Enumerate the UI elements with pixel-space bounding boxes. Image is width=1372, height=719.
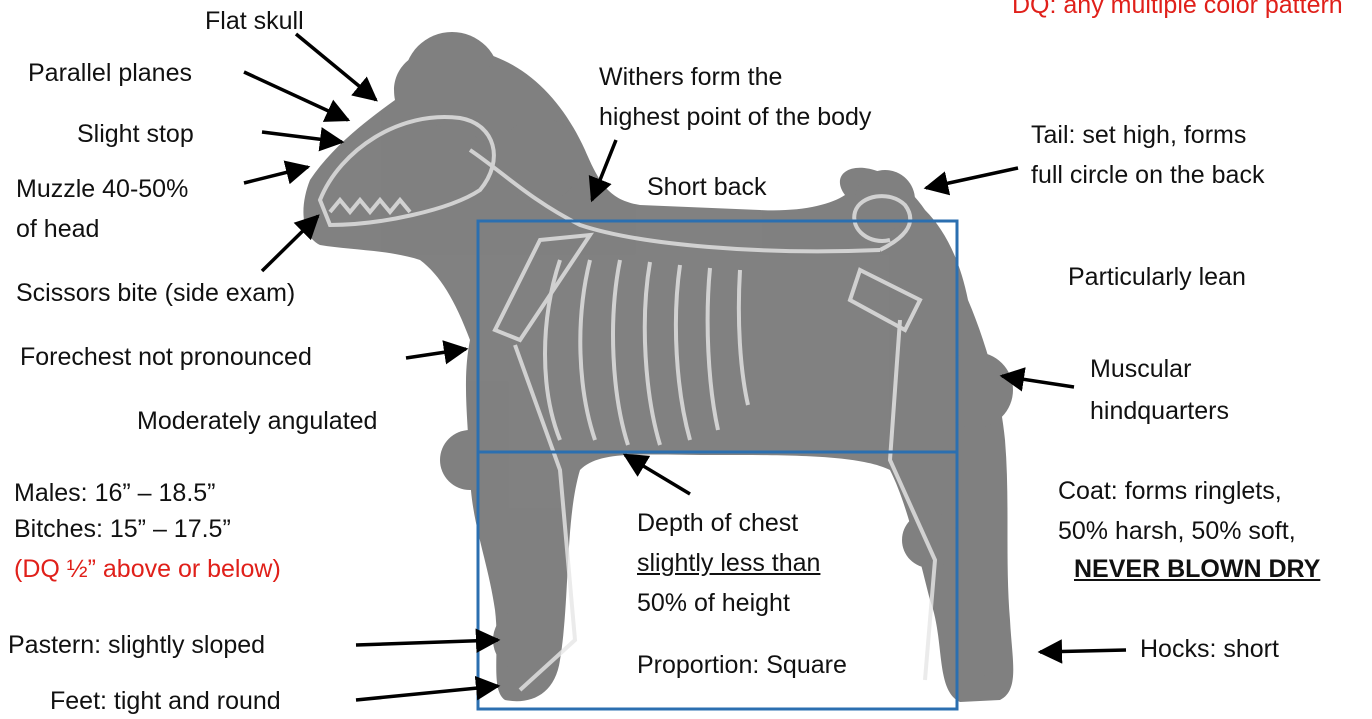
arrow-forechest <box>406 349 466 358</box>
label-proportion: Proportion: Square <box>637 648 847 682</box>
label-flat-skull: Flat skull <box>205 4 304 38</box>
label-depth-line1: Depth of chest <box>637 506 798 540</box>
label-bitches-height: Bitches: 15” – 17.5” <box>14 512 231 546</box>
label-particularly-lean: Particularly lean <box>1068 260 1246 294</box>
label-depth-line2: slightly less than <box>637 546 820 580</box>
arrow-depth-of-chest <box>625 455 690 494</box>
label-males-height: Males: 16” – 18.5” <box>14 476 216 510</box>
arrow-tail <box>926 168 1018 188</box>
label-tail-line2: full circle on the back <box>1031 158 1264 192</box>
label-withers-line2: highest point of the body <box>599 100 871 134</box>
arrow-scissors-bite <box>262 216 318 271</box>
arrow-hocks <box>1040 650 1126 652</box>
arrow-flat-skull <box>296 34 376 100</box>
label-coat-line3: NEVER BLOWN DRY <box>1074 552 1320 586</box>
label-scissors-bite: Scissors bite (side exam) <box>16 276 295 310</box>
label-parallel-planes: Parallel planes <box>28 56 192 90</box>
label-dq-height: (DQ ½” above or below) <box>14 552 281 586</box>
label-forechest: Forechest not pronounced <box>20 340 312 374</box>
label-feet: Feet: tight and round <box>50 684 281 718</box>
label-coat-line1: Coat: forms ringlets, <box>1058 474 1282 508</box>
label-coat-line2: 50% harsh, 50% soft, <box>1058 514 1296 548</box>
label-muscular-line1: Muscular <box>1090 352 1191 386</box>
label-short-back: Short back <box>647 170 767 204</box>
label-muzzle-line1: Muzzle 40-50% <box>16 172 188 206</box>
label-moderately-angulated: Moderately angulated <box>137 404 377 438</box>
arrow-slight-stop <box>262 132 342 142</box>
label-depth-line3: 50% of height <box>637 586 790 620</box>
arrow-muzzle <box>244 167 308 183</box>
label-dq-color: DQ: any multiple color pattern <box>1012 0 1343 22</box>
label-hocks: Hocks: short <box>1140 632 1279 666</box>
label-withers-line1: Withers form the <box>599 60 782 94</box>
label-muscular-line2: hindquarters <box>1090 394 1229 428</box>
label-tail-line1: Tail: set high, forms <box>1031 118 1246 152</box>
label-slight-stop: Slight stop <box>77 117 194 151</box>
label-pastern: Pastern: slightly sloped <box>8 628 265 662</box>
arrow-hindquarters <box>1002 376 1074 387</box>
label-muzzle-line2: of head <box>16 212 99 246</box>
arrow-parallel-planes <box>244 72 348 120</box>
